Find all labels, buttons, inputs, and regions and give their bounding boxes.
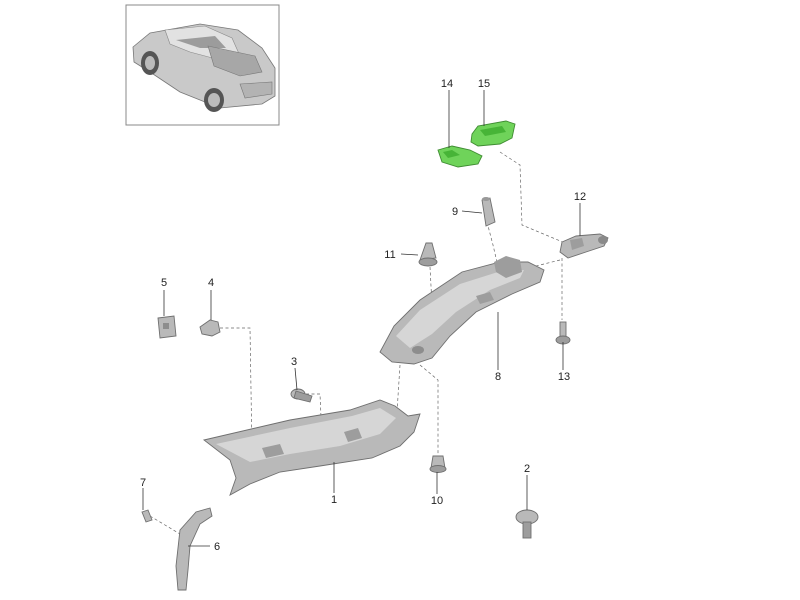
vehicle-thumbnail[interactable]: [125, 4, 280, 126]
callout-11: 11: [384, 249, 395, 261]
part-14[interactable]: [437, 145, 483, 168]
part-13[interactable]: [555, 321, 571, 345]
assembly-lines: [149, 151, 566, 535]
part-1[interactable]: [202, 399, 421, 496]
callout-labels: 14 15 9 12 11 8 13 5 4 3 1 10 2 7 6: [140, 78, 586, 553]
part-7[interactable]: [141, 509, 153, 523]
callout-5: 5: [161, 277, 167, 289]
callout-14: 14: [441, 78, 453, 90]
callout-1: 1: [331, 494, 337, 506]
callout-7: 7: [140, 477, 146, 489]
part-3[interactable]: [290, 388, 313, 403]
callout-10: 10: [431, 495, 443, 507]
part-8[interactable]: [379, 256, 545, 365]
part-6[interactable]: [175, 507, 213, 591]
part-12[interactable]: [559, 233, 609, 259]
part-15[interactable]: [470, 120, 516, 147]
part-10[interactable]: [429, 455, 447, 473]
part-11[interactable]: [418, 242, 438, 267]
part-9[interactable]: [481, 197, 496, 227]
callout-2: 2: [524, 463, 530, 475]
leader-lines: [142, 90, 581, 547]
callout-3: 3: [291, 356, 297, 368]
callout-6: 6: [214, 541, 220, 553]
callout-4: 4: [208, 277, 214, 289]
callout-13: 13: [558, 371, 570, 383]
callout-15: 15: [478, 78, 490, 90]
part-5[interactable]: [157, 315, 177, 339]
callout-8: 8: [495, 371, 501, 383]
callout-12: 12: [574, 191, 586, 203]
car-silhouette-icon: [132, 23, 276, 112]
callout-9: 9: [452, 206, 458, 218]
part-2[interactable]: [515, 509, 539, 539]
part-4[interactable]: [199, 319, 221, 337]
